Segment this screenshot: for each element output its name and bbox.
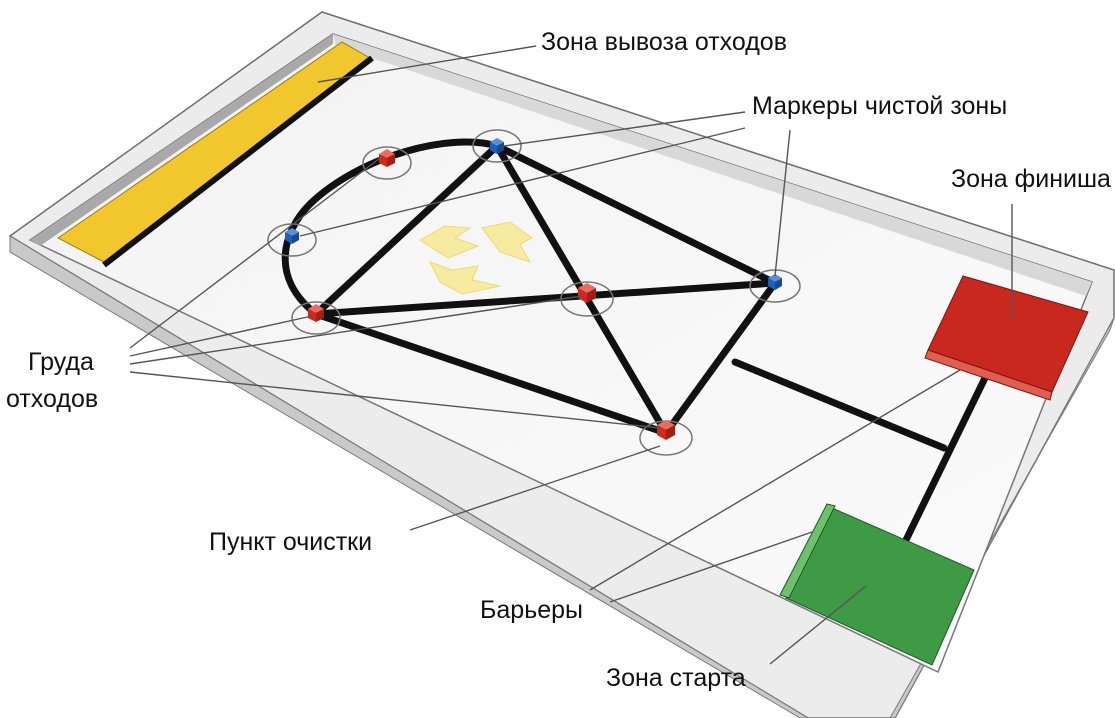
waste-zone-border-line — [102, 55, 374, 268]
clean-marker-cube — [768, 274, 782, 290]
leader-clean-marker-3 — [774, 129, 791, 277]
track-line-right-to-bottom — [662, 279, 779, 437]
recycle-symbol — [419, 221, 533, 295]
label-waste-pile-line2: отходов — [6, 385, 99, 413]
leader-cleaning-point — [409, 445, 661, 531]
leader-waste-zone — [317, 45, 537, 83]
wall-inner-back — [30, 34, 333, 246]
waste-pile-cube — [379, 149, 395, 167]
leader-start-zone — [769, 585, 867, 665]
track-line-top-to-right — [493, 142, 779, 287]
clean-marker-cube — [285, 228, 299, 244]
clean-zone-markers — [285, 138, 782, 290]
label-waste-zone: Зона вывоза отходов — [541, 28, 787, 56]
track-line-left-to-right — [312, 279, 779, 318]
track-line-left-to-bottom — [312, 310, 670, 437]
track-lines — [281, 138, 989, 544]
callout-lines — [129, 45, 1013, 665]
track-line-to-junction — [731, 358, 948, 452]
start-barrier — [779, 503, 836, 599]
label-waste-pile-line1: Груда — [28, 348, 94, 376]
leader-waste-pile-3 — [129, 371, 661, 429]
leader-barrier-1 — [589, 369, 961, 591]
waste-pile-cube — [308, 304, 324, 322]
finish-zone — [924, 275, 1089, 401]
track-line-junction-to-start — [902, 374, 989, 544]
waste-piles — [308, 149, 675, 440]
leader-waste-pile-4 — [129, 157, 381, 349]
finish-barrier — [924, 349, 1053, 401]
wall-front-left — [9, 235, 809, 718]
label-finish-zone: Зона финиша — [951, 165, 1111, 193]
leader-clean-marker-2 — [299, 127, 746, 237]
label-cleaning-point: Пункт очистки — [209, 528, 373, 556]
label-start-zone: Зона старта — [606, 664, 746, 692]
clean-marker-cube — [490, 138, 504, 154]
waste-pile-cube — [657, 420, 675, 440]
track-line-top-to-left — [312, 142, 501, 318]
leader-barrier-2 — [609, 531, 813, 603]
wall-inner-right — [333, 34, 1092, 296]
waste-pile-cube — [578, 283, 596, 303]
label-barriers: Барьеры — [480, 596, 584, 624]
leader-waste-pile-1 — [129, 315, 313, 357]
start-zone — [779, 503, 975, 666]
label-clean-zone-markers: Маркеры чистой зоны — [752, 92, 1008, 120]
leader-waste-pile-2 — [129, 295, 583, 365]
track-arc — [281, 138, 501, 318]
leader-clean-marker-1 — [503, 111, 746, 147]
